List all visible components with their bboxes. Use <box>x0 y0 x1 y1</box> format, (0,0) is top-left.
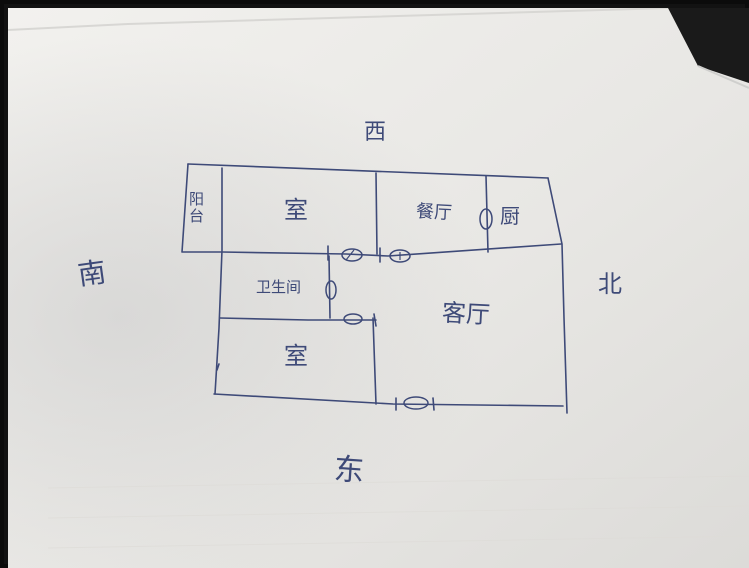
door-dining <box>389 249 411 263</box>
plan-doors <box>325 208 493 410</box>
compass-east: 东 <box>332 451 366 490</box>
door-entrance <box>403 396 429 410</box>
compass-south: 南 <box>75 255 109 292</box>
room-balcony-label: 阳台 <box>189 190 205 225</box>
door-bedroom-2 <box>343 313 363 325</box>
room-bathroom-label: 卫生间 <box>256 278 302 296</box>
compass-north: 北 <box>598 270 622 298</box>
room-bedroom-top-label: 室 <box>284 196 308 224</box>
plan-walls <box>181 163 568 414</box>
ruled-lines <box>47 475 749 549</box>
room-kitchen-label: 厨 <box>500 204 520 228</box>
paper-sheet: 西 南 北 东 阳台 室 餐厅 厨 卫生间 客厅 室 <box>8 8 749 568</box>
room-living-label: 客厅 <box>441 298 491 330</box>
room-bedroom-bottom-label: 室 <box>284 342 308 370</box>
floorplan-sketch <box>8 8 749 568</box>
compass-west: 西 <box>364 120 387 145</box>
door-bedroom <box>341 248 363 262</box>
door-kitchen <box>479 208 493 230</box>
door-bathroom <box>325 280 337 300</box>
room-dining-label: 餐厅 <box>415 201 453 224</box>
hand-shadow <box>8 8 749 568</box>
